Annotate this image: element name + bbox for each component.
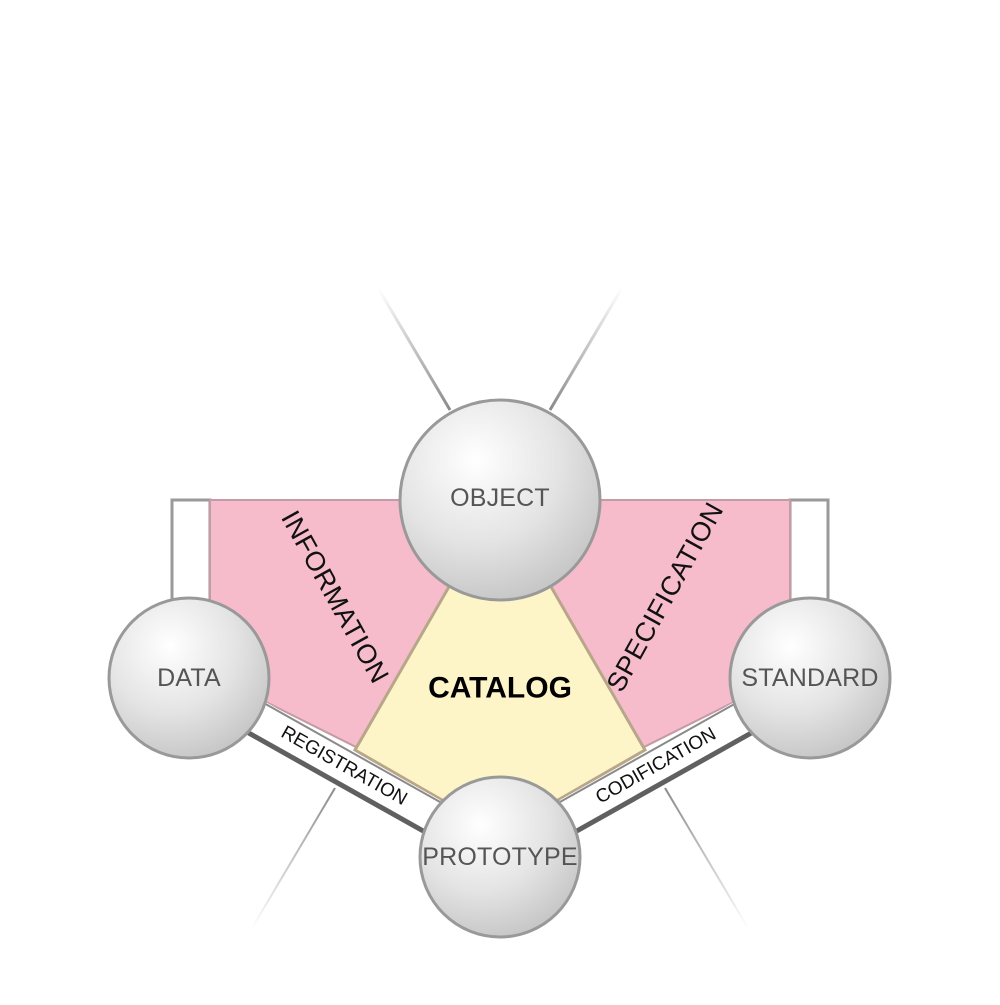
node-data-label: DATA [157, 664, 221, 692]
registration-band-bottom-edge [245, 729, 427, 835]
line-object-upper-right [548, 287, 624, 411]
node-prototype-label: PROTOTYPE [422, 843, 578, 871]
registration-band [245, 700, 441, 835]
construction-lines [105, 287, 895, 929]
codification-band [559, 700, 755, 835]
node-standard-sphere [728, 596, 892, 760]
left-post [170, 498, 212, 612]
node-data-sphere [107, 596, 271, 760]
node-prototype: PROTOTYPE [418, 775, 582, 939]
node-object-sphere [398, 398, 602, 602]
node-object-label: OBJECT [450, 484, 550, 512]
node-prototype-sphere [418, 775, 582, 939]
registration-band-top-edge [261, 701, 441, 803]
line-lower-left [251, 787, 336, 929]
line-object-upper-left [376, 287, 452, 411]
line-lower-right [664, 787, 749, 929]
node-data: DATA [107, 596, 271, 760]
node-standard-label: STANDARD [741, 664, 878, 692]
codification-band-bottom-edge [573, 729, 755, 835]
codification-band-top-edge [559, 701, 739, 803]
registration-band-shape [247, 700, 440, 830]
codification-band-shape [560, 700, 753, 830]
node-object: OBJECT [398, 398, 602, 602]
catalog-label: CATALOG [428, 672, 572, 705]
node-standard: STANDARD [728, 596, 892, 760]
right-post [788, 498, 830, 612]
